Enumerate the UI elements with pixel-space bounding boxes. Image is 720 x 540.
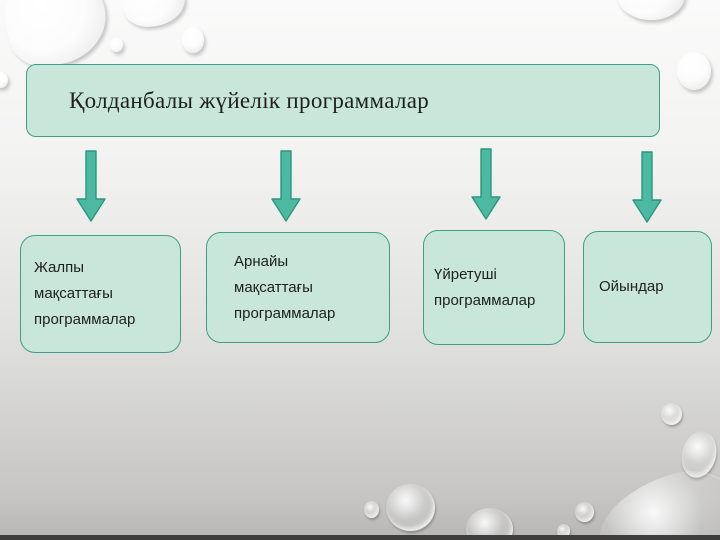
box-label: Үйретуші программалар (434, 265, 536, 309)
water-droplet-icon (466, 508, 513, 540)
down-arrow-icon (471, 148, 501, 220)
box-general-purpose-programs: Жалпы мақсаттағы программалар (20, 235, 181, 353)
water-droplet-icon (661, 403, 682, 425)
box-label: Арнайы мақсаттағы программалар (234, 252, 336, 322)
down-arrow-icon (632, 151, 662, 223)
water-droplet-icon (575, 502, 594, 522)
down-arrow-icon (76, 150, 106, 222)
down-arrow-icon (271, 150, 301, 222)
box-label: Ойындар (599, 278, 664, 295)
title-box: Қолданбалы жүйелік программалар (26, 64, 660, 137)
water-droplet-icon (557, 524, 570, 538)
water-droplet-icon (0, 0, 115, 74)
water-droplet-icon (120, 0, 188, 31)
slide-title: Қолданбалы жүйелік программалар (69, 87, 430, 113)
water-droplet-icon (0, 72, 8, 88)
water-droplet-icon (386, 484, 435, 531)
box-special-purpose-programs: Арнайы мақсаттағы программалар (206, 232, 390, 343)
box-label: Жалпы мақсаттағы программалар (34, 259, 136, 328)
box-games: Ойындар (583, 231, 712, 343)
bottom-edge-bar (0, 535, 720, 540)
water-droplet-icon (677, 52, 711, 90)
box-training-programs: Үйретуші программалар (423, 230, 565, 345)
water-droplet-icon (182, 27, 204, 53)
water-droplet-icon (617, 0, 685, 20)
water-droplet-icon (364, 501, 379, 518)
water-droplet-icon (110, 38, 123, 52)
